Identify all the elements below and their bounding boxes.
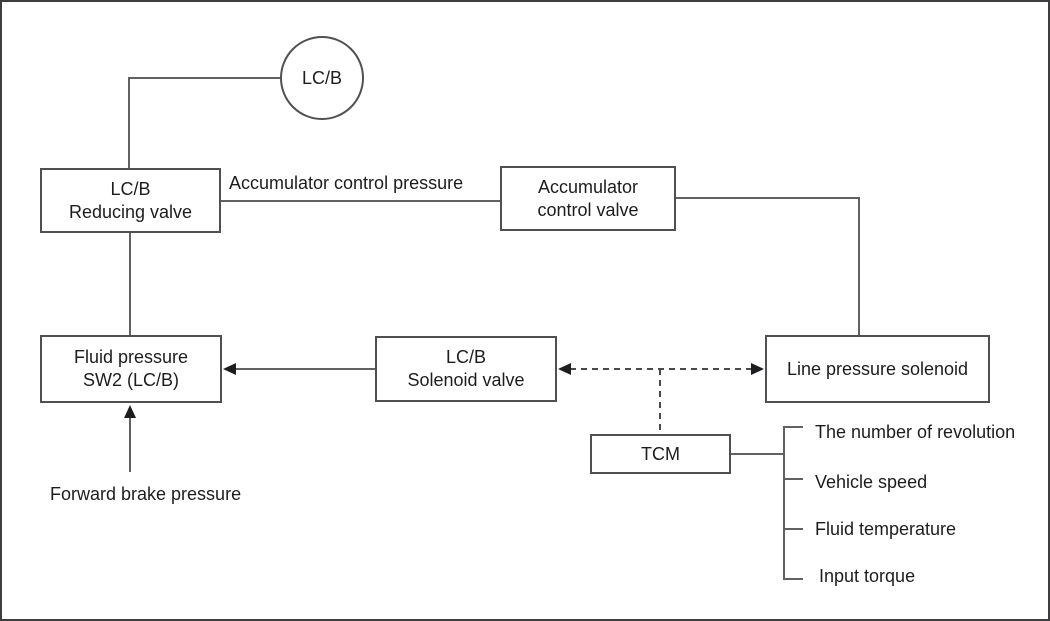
arrowhead-up-fluid-pressure [124,405,136,418]
node-lcb-solenoid-valve-line2: Solenoid valve [407,370,525,390]
node-line-pressure-solenoid: Line pressure solenoid [765,335,990,403]
arrowhead-left-fluid-pressure [223,363,236,375]
node-tcm-label: TCM [641,443,680,464]
edge-lcb-circle-to-reducing-valve [128,77,280,168]
node-reducing-valve-line2: Reducing valve [68,201,193,222]
node-fluid-pressure-sw2-line1: Fluid pressure [73,347,189,367]
edge-accumulator-valve-to-line-pressure-solenoid [676,197,860,335]
arrowhead-left-solenoid-valve [558,363,571,375]
node-lcb-circle: LC/B [280,36,364,120]
tcm-input-input-torque: Input torque [819,566,916,586]
label-accumulator-control-pressure: Accumulator control pressure [229,173,464,193]
node-accumulator-control-valve: Accumulator control valve [500,166,676,231]
node-reducing-valve-line1: LC/B [110,178,151,199]
node-accumulator-control-valve-line1: Accumulator [537,176,639,197]
bracket-tcm-inputs [783,426,803,580]
node-fluid-pressure-sw2-line2: SW2 (LC/B) [82,370,179,390]
node-tcm: TCM [590,434,731,474]
node-fluid-pressure-sw2: Fluid pressure SW2 (LC/B) [40,335,222,403]
node-line-pressure-solenoid-label: Line pressure solenoid [786,358,969,379]
tcm-input-vehicle-speed: Vehicle speed [815,472,928,492]
tcm-input-fluid-temperature: Fluid temperature [815,519,957,539]
arrowhead-right-line-pressure-solenoid [751,363,764,375]
node-lcb-solenoid-valve: LC/B Solenoid valve [375,336,557,402]
label-forward-brake-pressure: Forward brake pressure [50,484,242,504]
tcm-input-number-of-revolution: The number of revolution [815,422,1016,442]
node-lcb-circle-label: LC/B [301,67,343,88]
node-lcb-solenoid-valve-line1: LC/B [445,347,487,367]
node-accumulator-control-valve-line2: control valve [537,199,639,220]
node-reducing-valve: LC/B Reducing valve [40,168,221,233]
